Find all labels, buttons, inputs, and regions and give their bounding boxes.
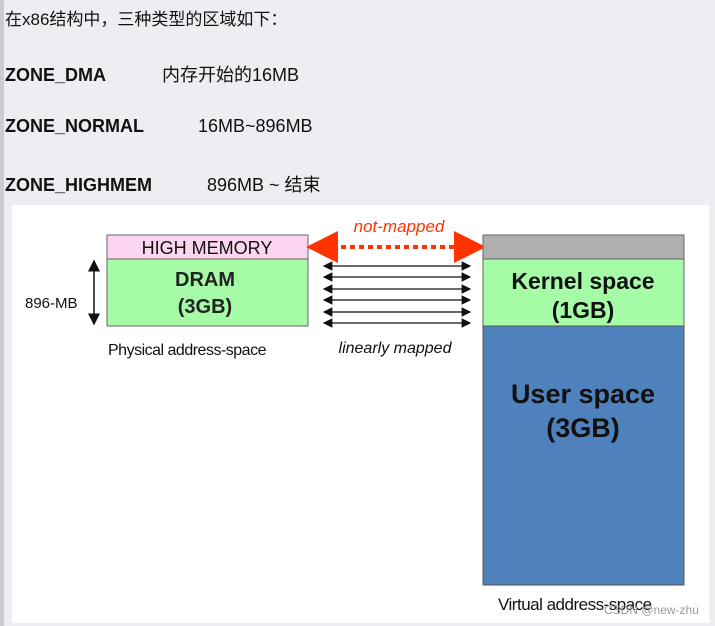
size-marker-label: 896-MB — [25, 295, 78, 312]
watermark: CSDN @new-zhu — [604, 603, 699, 617]
zone-row-normal: ZONE_NORMAL 16MB~896MB — [5, 116, 313, 137]
dram-block — [106, 258, 309, 327]
high-memory-block — [106, 234, 309, 260]
dram-label: DRAM — [175, 269, 235, 291]
user-size-label: (3GB) — [546, 413, 620, 443]
zone-range: 内存开始的16MB — [162, 65, 300, 85]
dram-size-label: (3GB) — [178, 296, 232, 318]
intro-text: 在x86结构中，三种类型的区域如下： — [5, 10, 288, 29]
kernel-space-block — [482, 258, 685, 327]
zone-name: ZONE_NORMAL — [5, 116, 144, 136]
user-space-label: User space — [511, 379, 655, 409]
memory-map-diagram: HIGH MEMORY DRAM (3GB) 896-MB Physical a… — [25, 217, 699, 617]
left-border — [0, 0, 4, 626]
zone-name: ZONE_DMA — [5, 65, 107, 85]
memory-map-figure: HIGH MEMORY DRAM (3GB) 896-MB Physical a… — [12, 205, 709, 623]
high-memory-label: HIGH MEMORY — [142, 238, 273, 258]
linearly-mapped-label: linearly mapped — [339, 340, 453, 357]
user-space-block — [482, 325, 685, 586]
kernel-space-label: Kernel space — [511, 268, 654, 294]
zone-row-dma: ZONE_DMA 内存开始的16MB — [5, 61, 299, 87]
not-mapped-label: not-mapped — [354, 217, 445, 236]
linear-mapping-arrows — [322, 261, 472, 328]
zone-row-highmem: ZONE_HIGHMEM 896MB ~ 结束 — [5, 171, 321, 197]
zone-range: 896MB ~ 结束 — [207, 175, 321, 195]
kernel-size-label: (1GB) — [552, 297, 615, 323]
zone-range: 16MB~896MB — [198, 116, 313, 136]
zone-name: ZONE_HIGHMEM — [5, 175, 153, 195]
unmapped-gray-block — [482, 234, 685, 260]
virtual-caption: Virtual address-space — [498, 595, 652, 614]
physical-caption: Physical address-space — [108, 342, 267, 359]
